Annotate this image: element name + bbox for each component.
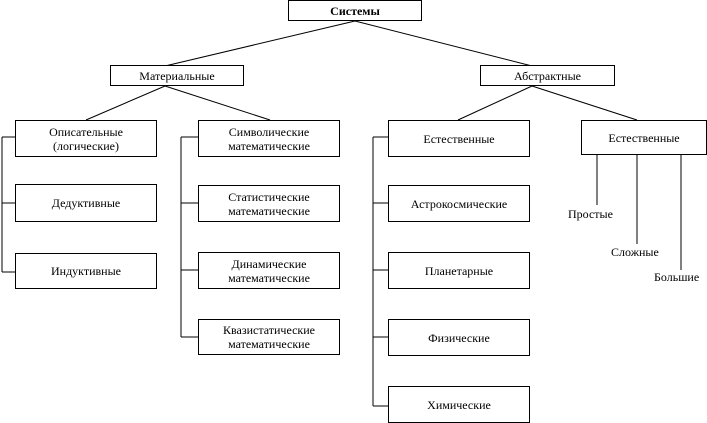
root-node: Системы [288,0,422,21]
descriptive-node: Описательные (логические) [15,120,157,157]
simple-leaf-label: Простые [568,207,613,221]
abstract-node: Абстрактные [480,65,615,86]
physical-node: Физические [388,319,530,356]
planetary-node: Планетарные [388,252,530,289]
deductive-node: Дедуктивные [15,184,157,222]
complex-leaf-label: Сложные [611,245,659,259]
inductive-node: Индуктивные [15,253,157,289]
quasistatic-math-node: Квазистатические математические [198,319,340,355]
natural-node: Естественные [388,120,530,157]
symbolic-math-node: Символические математические [198,120,340,157]
material-node: Материальные [110,65,244,86]
statistical-math-node: Статистические математические [198,185,340,222]
astrocosmic-node: Астрокосмические [388,185,530,222]
large-leaf-label: Большие [654,270,700,284]
natural-right-node: Естественные [581,120,707,155]
chemical-node: Химические [388,386,530,423]
dynamic-math-node: Динамические математические [198,252,340,289]
